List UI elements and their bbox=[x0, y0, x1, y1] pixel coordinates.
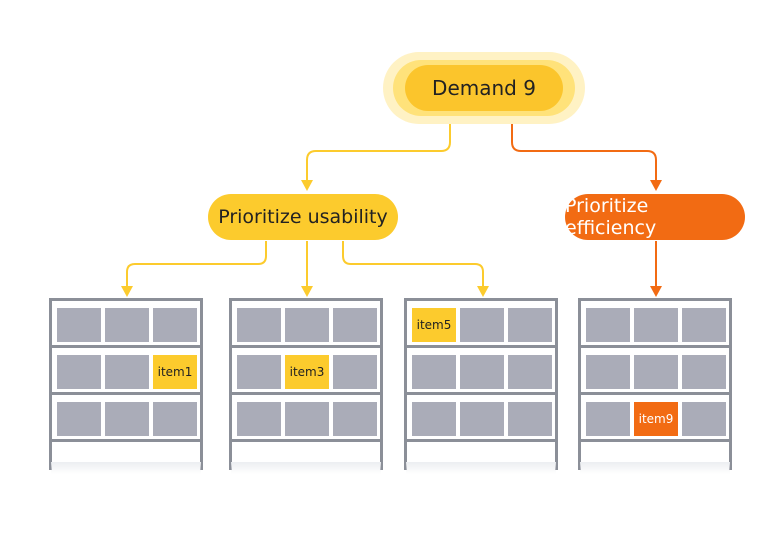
highlighted-bin: item3 bbox=[285, 355, 329, 389]
connector-usability-to-rack-3 bbox=[342, 241, 484, 288]
rack-shelf bbox=[404, 345, 558, 348]
storage-bin bbox=[57, 308, 101, 342]
rack-post-right bbox=[555, 298, 558, 470]
storage-bin bbox=[508, 402, 552, 436]
arrowhead-rack-3 bbox=[477, 286, 489, 297]
highlighted-bin: item5 bbox=[412, 308, 456, 342]
highlighted-bin: item9 bbox=[634, 402, 678, 436]
rack-floor-shadow bbox=[231, 462, 381, 474]
storage-bin bbox=[105, 402, 149, 436]
rack-shelf bbox=[49, 298, 203, 301]
rack-shelf bbox=[229, 439, 383, 442]
storage-bin bbox=[333, 308, 377, 342]
storage-bin bbox=[460, 355, 504, 389]
storage-bin bbox=[460, 402, 504, 436]
storage-bin bbox=[412, 355, 456, 389]
rack-shelf bbox=[578, 392, 732, 395]
rack-shelf bbox=[578, 298, 732, 301]
storage-bin bbox=[105, 355, 149, 389]
storage-bin bbox=[285, 402, 329, 436]
rack-shelf bbox=[49, 439, 203, 442]
rack-shelf bbox=[229, 345, 383, 348]
rack-4: item9 bbox=[578, 298, 732, 474]
storage-bin bbox=[682, 355, 726, 389]
rack-post-right bbox=[200, 298, 203, 470]
rack-shelf bbox=[49, 345, 203, 348]
connector-root-to-efficiency bbox=[511, 112, 657, 182]
rack-floor-shadow bbox=[580, 462, 730, 474]
storage-bin bbox=[412, 402, 456, 436]
storage-bin bbox=[105, 308, 149, 342]
rack-shelf bbox=[404, 392, 558, 395]
storage-bin bbox=[237, 308, 281, 342]
rack-1: item1 bbox=[49, 298, 203, 474]
storage-bin bbox=[586, 402, 630, 436]
rack-2: item3 bbox=[229, 298, 383, 474]
storage-bin bbox=[285, 308, 329, 342]
storage-bin bbox=[333, 402, 377, 436]
storage-bin bbox=[237, 355, 281, 389]
root-node: Demand 9 bbox=[405, 65, 563, 111]
rack-shelf bbox=[578, 345, 732, 348]
rack-post-left bbox=[404, 298, 407, 470]
connector-root-to-usability bbox=[306, 112, 451, 182]
rack-shelf bbox=[578, 439, 732, 442]
rack-3: item5 bbox=[404, 298, 558, 474]
storage-bin bbox=[153, 402, 197, 436]
rack-floor-shadow bbox=[406, 462, 556, 474]
rack-shelf bbox=[229, 392, 383, 395]
rack-shelf bbox=[49, 392, 203, 395]
rack-shelf bbox=[404, 298, 558, 301]
rack-floor-shadow bbox=[51, 462, 201, 474]
rack-post-right bbox=[380, 298, 383, 470]
rack-shelf bbox=[229, 298, 383, 301]
storage-bin bbox=[333, 355, 377, 389]
arrowhead-rack-1 bbox=[121, 286, 133, 297]
storage-bin bbox=[682, 308, 726, 342]
storage-bin bbox=[634, 355, 678, 389]
rack-shelf bbox=[404, 439, 558, 442]
storage-bin bbox=[586, 308, 630, 342]
storage-bin bbox=[460, 308, 504, 342]
storage-bin bbox=[57, 402, 101, 436]
branch-node-efficiency: Prioritize efficiency bbox=[565, 194, 745, 240]
rack-post-left bbox=[229, 298, 232, 470]
storage-bin bbox=[508, 308, 552, 342]
storage-bin bbox=[682, 402, 726, 436]
highlighted-bin: item1 bbox=[153, 355, 197, 389]
arrowhead-efficiency bbox=[650, 180, 662, 191]
branch-node-usability: Prioritize usability bbox=[208, 194, 398, 240]
storage-bin bbox=[508, 355, 552, 389]
arrowhead-rack-2 bbox=[301, 286, 313, 297]
rack-post-left bbox=[578, 298, 581, 470]
storage-bin bbox=[634, 308, 678, 342]
connector-usability-to-rack-1 bbox=[126, 241, 267, 288]
storage-bin bbox=[153, 308, 197, 342]
arrowhead-rack-4 bbox=[650, 286, 662, 297]
storage-bin bbox=[586, 355, 630, 389]
rack-post-right bbox=[729, 298, 732, 470]
arrowhead-usability bbox=[301, 180, 313, 191]
storage-bin bbox=[237, 402, 281, 436]
rack-post-left bbox=[49, 298, 52, 470]
storage-bin bbox=[57, 355, 101, 389]
